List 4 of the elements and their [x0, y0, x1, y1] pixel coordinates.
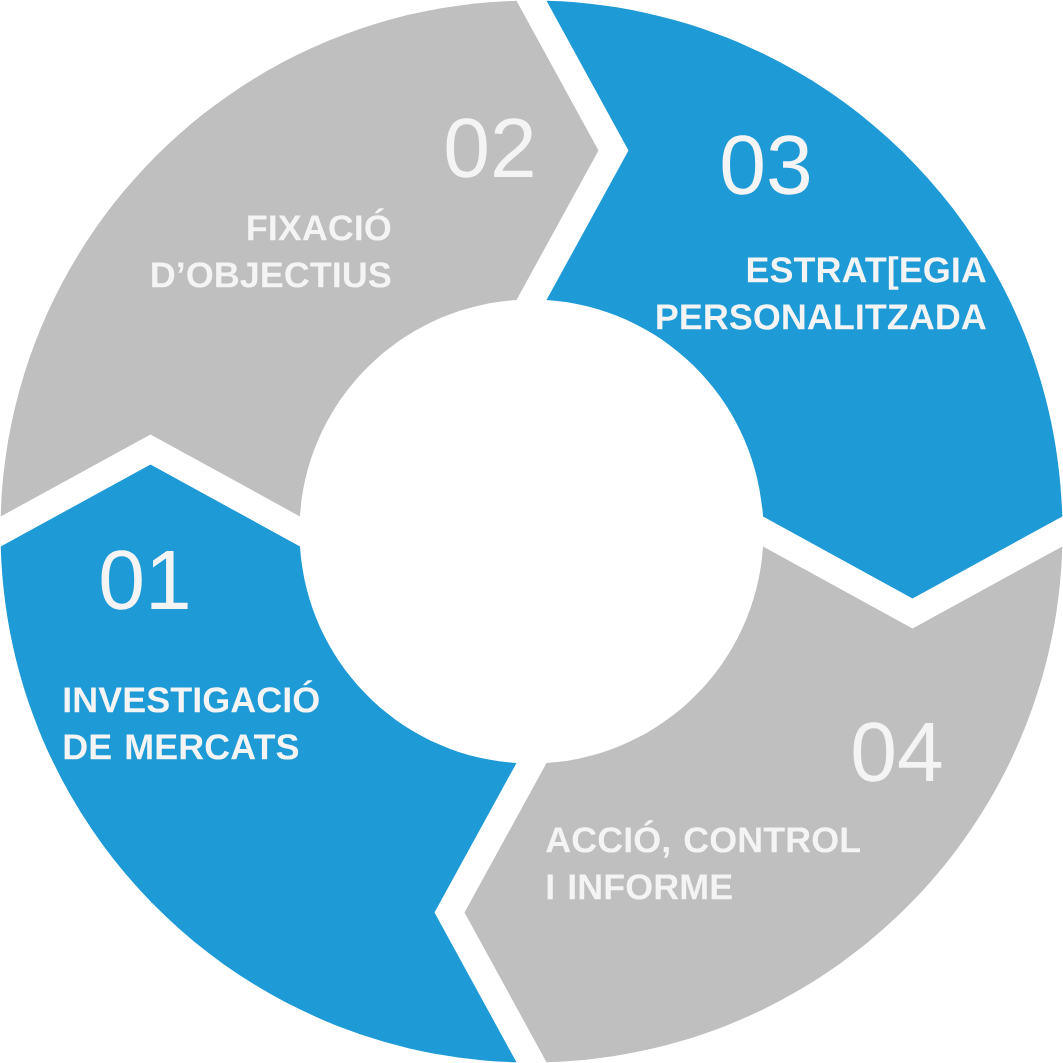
step-label: ESTRAT[EGIA PERSONALITZADA	[657, 256, 986, 330]
step-number: 01	[101, 550, 188, 610]
step-number: 03	[722, 135, 809, 195]
step-label: INVESTIGACIÓ DE MERCATS	[64, 680, 319, 760]
